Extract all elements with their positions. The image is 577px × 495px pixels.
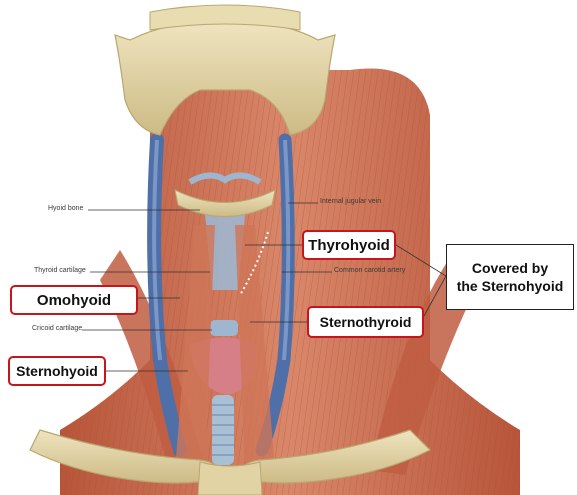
covered-by-note: Covered by the Sternohyoid	[446, 244, 574, 310]
label-thyroid-cartilage: Thyroid cartilage	[34, 267, 86, 274]
callout-sternothyroid: Sternothyroid	[307, 306, 424, 338]
cricoid-cartilage	[210, 320, 238, 336]
covered-by-line2: the Sternohyoid	[457, 277, 564, 295]
callout-sternohyoid: Sternohyoid	[8, 356, 106, 386]
label-common-carotid-artery: Common carotid artery	[334, 267, 405, 274]
covered-by-line1: Covered by	[472, 259, 548, 277]
label-cricoid-cartilage: Cricoid cartilage	[32, 325, 82, 332]
label-hyoid-bone: Hyoid bone	[48, 205, 83, 212]
label-internal-jugular-vein: Internal jugular vein	[320, 198, 381, 205]
callout-thyrohyoid: Thyrohyoid	[302, 230, 396, 260]
callout-omohyoid: Omohyoid	[10, 285, 138, 315]
